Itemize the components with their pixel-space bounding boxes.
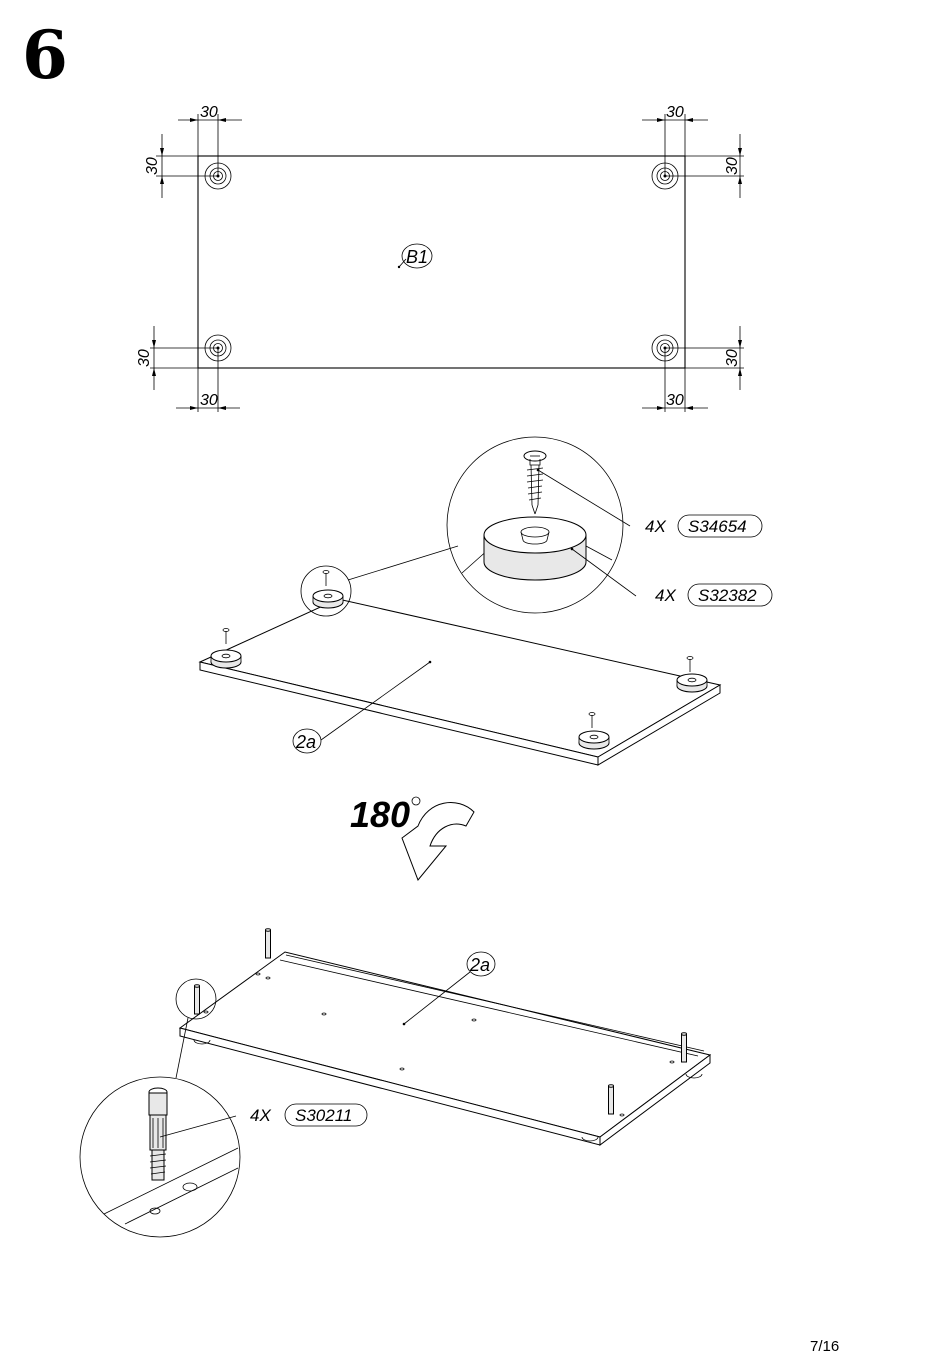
screw-icons [222,570,694,728]
dim-top-right-v: 30 [724,157,741,175]
foot-marker-icons [204,162,679,362]
callout-s30211: 4X S30211 [250,1103,368,1127]
dowel-icons [194,928,687,1115]
svg-text:S32382: S32382 [698,586,757,605]
step-number: 6 [22,16,68,94]
dim-bottom-left-v: 30 [136,349,153,367]
panel-label-2a-feet: 2a [292,728,322,754]
rotate-180-indicator: 180 [350,794,475,881]
panel-label-2a-dowels: 2a [466,951,496,977]
callout-s32382: 4X S32382 [655,583,773,607]
panel-label-b1: B1 [397,243,433,269]
zoom-detail-dowel [79,1076,241,1238]
callout-s34654: 4X S34654 [645,514,763,538]
top-view-panel [197,155,686,369]
dimension-lines [150,114,744,412]
svg-text:S30211: S30211 [295,1106,352,1125]
callout-leaders-dowel [159,971,471,1138]
dim-top-left-v: 30 [144,157,161,175]
dimension-arrowheads [152,118,742,410]
svg-text:B1: B1 [406,247,428,267]
svg-text:2a: 2a [469,955,490,975]
svg-text:180: 180 [350,794,410,835]
detail-circle-dowel [175,978,217,1020]
svg-text:4X: 4X [250,1106,271,1125]
detail-circle-small [300,565,352,617]
dim-top-left-h: 30 [200,104,218,121]
svg-text:2a: 2a [295,732,316,752]
dim-top-right-h: 30 [666,104,684,121]
svg-text:4X: 4X [645,517,666,536]
callout-leaders [320,469,637,741]
svg-text:4X: 4X [655,586,676,605]
panel-2a-feet [198,598,722,766]
cam-holes [203,972,675,1117]
dim-bottom-right-v: 30 [724,349,741,367]
glide-feet [210,589,708,750]
zoom-detail-feet [446,436,624,614]
panel-2a-dowels [178,951,712,1146]
dim-bottom-right-h: 30 [666,392,684,409]
page-number: 7/16 [810,1338,840,1355]
dim-bottom-left-h: 30 [200,392,218,409]
svg-text:S34654: S34654 [688,517,747,536]
